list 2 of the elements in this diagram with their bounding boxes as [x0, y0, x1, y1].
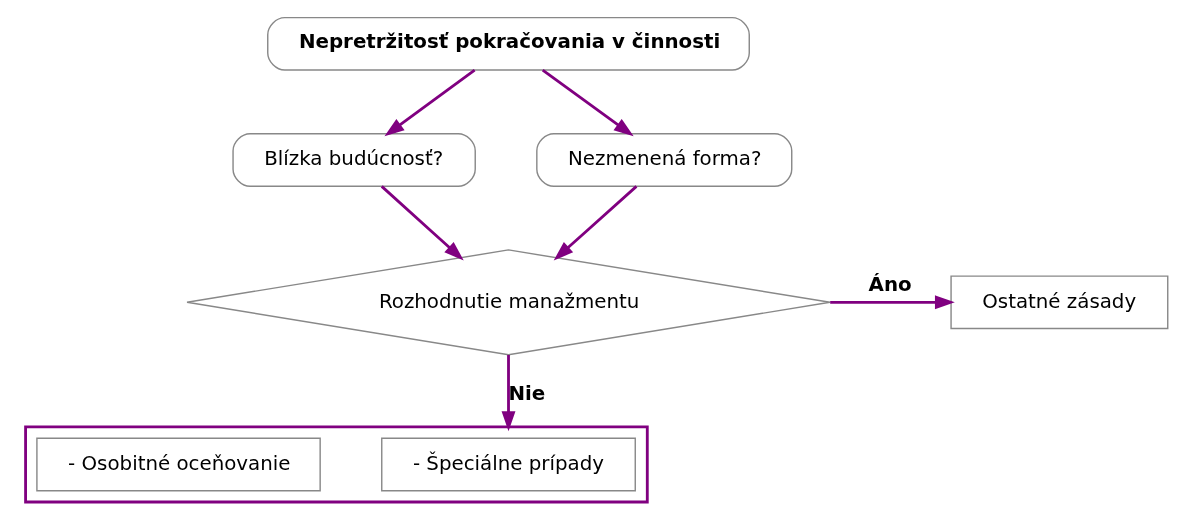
edge-label: Nie [508, 381, 546, 405]
edge-label: Áno [868, 272, 912, 296]
